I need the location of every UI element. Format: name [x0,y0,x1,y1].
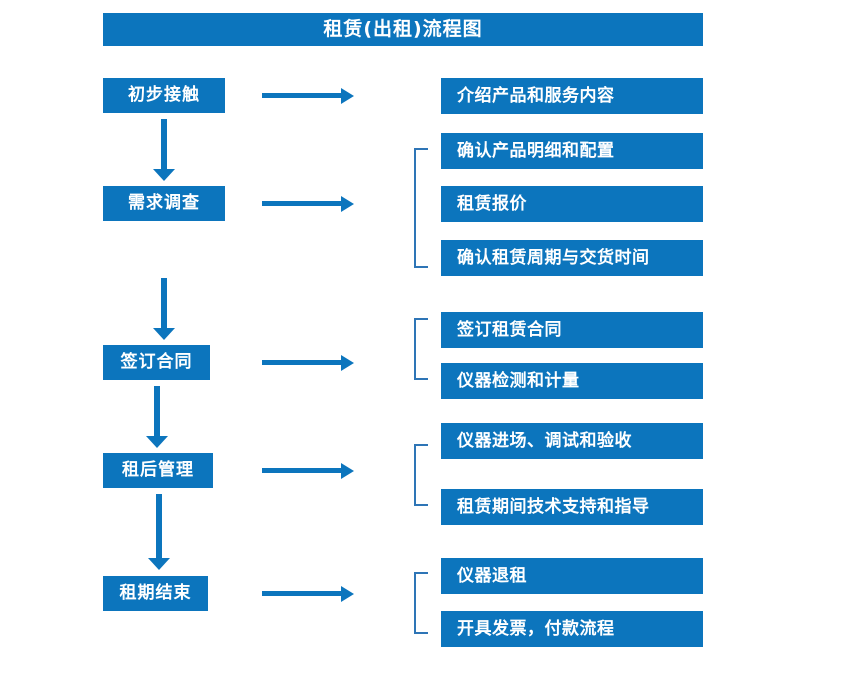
detail-arrow-right-5 [262,586,354,602]
flow-arrow-down-4 [148,494,170,570]
stage-box-1[interactable]: 初步接触 [103,78,225,113]
group-bracket-2 [414,148,428,268]
detail-box-1-1[interactable]: 介绍产品和服务内容 [441,78,703,114]
arrow-head [153,328,175,340]
detail-box-3-2[interactable]: 仪器检测和计量 [441,363,703,399]
arrow-shaft [262,201,341,206]
detail-arrow-right-4 [262,463,354,479]
arrow-shaft [156,494,162,558]
detail-arrow-right-1 [262,88,354,104]
arrow-head [153,169,175,181]
detail-box-4-1[interactable]: 仪器进场、调试和验收 [441,423,703,459]
detail-arrow-right-2 [262,196,354,212]
arrow-shaft [161,119,167,169]
group-bracket-3 [414,318,428,380]
stage-box-2[interactable]: 需求调查 [103,186,225,221]
arrow-head [341,355,354,371]
arrow-shaft [262,360,341,365]
detail-box-4-2[interactable]: 租赁期间技术支持和指导 [441,489,703,525]
page-title: 租赁(出租)流程图 [103,13,703,46]
arrow-shaft [161,278,167,328]
stage-box-3[interactable]: 签订合同 [103,345,210,380]
arrow-shaft [262,93,341,98]
flow-arrow-down-1 [153,119,175,181]
stage-box-4[interactable]: 租后管理 [103,453,213,488]
arrow-head [341,196,354,212]
arrow-head [341,463,354,479]
arrow-head [341,88,354,104]
group-bracket-5 [414,572,428,634]
detail-box-2-2[interactable]: 租赁报价 [441,186,703,222]
detail-box-3-1[interactable]: 签订租赁合同 [441,312,703,348]
detail-arrow-right-3 [262,355,354,371]
arrow-head [146,436,168,448]
flow-arrow-down-2 [153,278,175,340]
arrow-shaft [262,591,341,596]
group-bracket-4 [414,444,428,506]
stage-box-5[interactable]: 租期结束 [103,576,208,611]
detail-box-2-3[interactable]: 确认租赁周期与交货时间 [441,240,703,276]
arrow-shaft [262,468,341,473]
arrow-head [341,586,354,602]
detail-box-5-2[interactable]: 开具发票，付款流程 [441,611,703,647]
flow-arrow-down-3 [146,386,168,448]
detail-box-5-1[interactable]: 仪器退租 [441,558,703,594]
arrow-head [148,558,170,570]
arrow-shaft [154,386,160,436]
detail-box-2-1[interactable]: 确认产品明细和配置 [441,133,703,169]
